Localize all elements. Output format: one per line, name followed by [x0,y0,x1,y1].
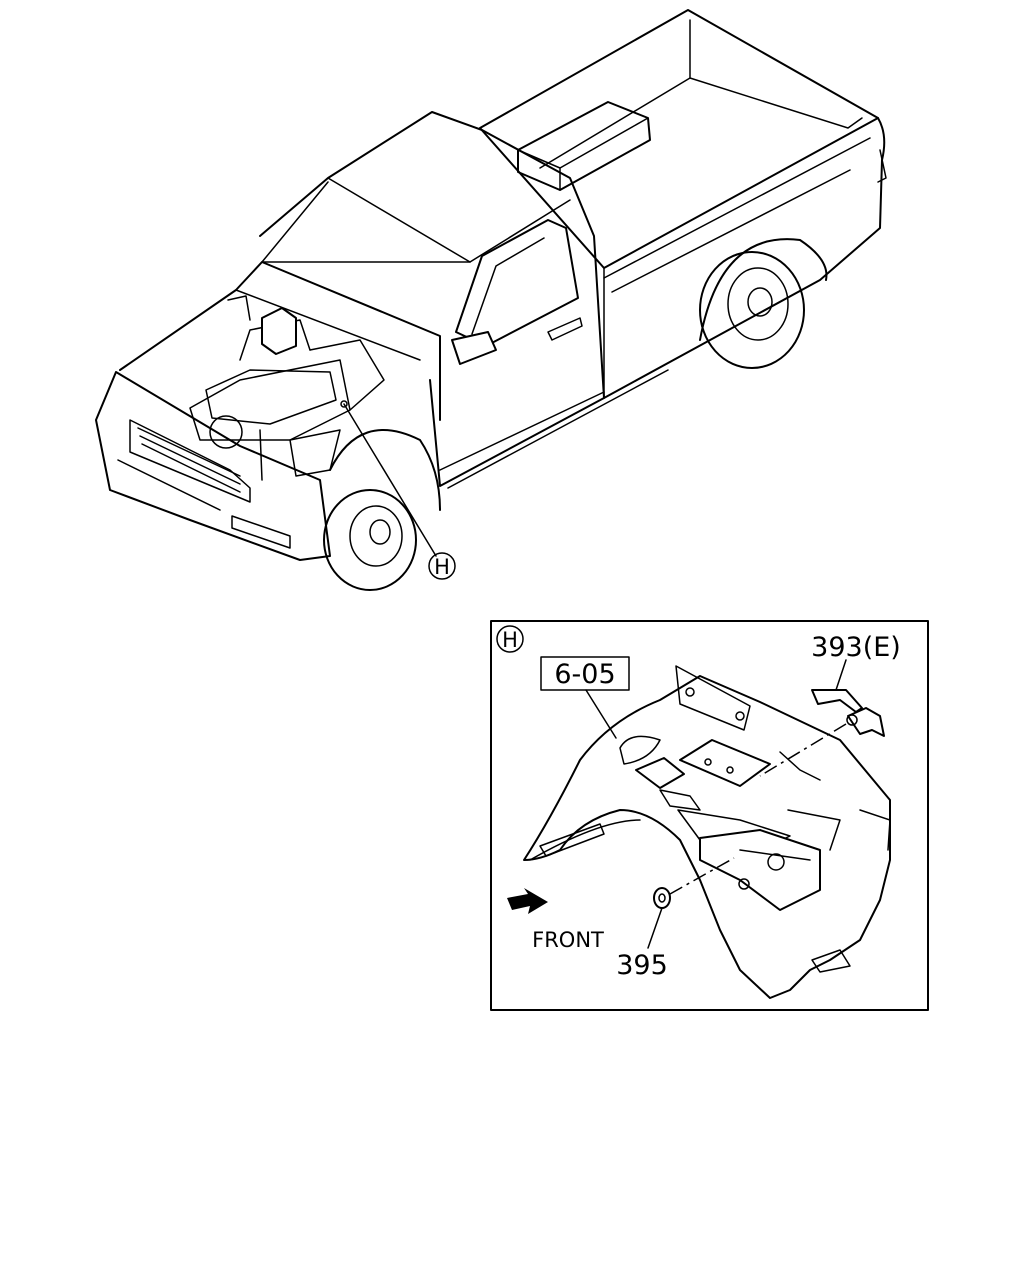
section-ref-box: 6-05 [540,656,630,691]
callout-marker-h: H [428,552,456,580]
detail-h-panel: H 6-05 [490,620,929,1011]
callout-marker-label: H [434,555,450,579]
fender-bracket-drawing [523,665,891,999]
part-395-nut [653,857,735,909]
front-arrow-icon [507,888,548,914]
truck-illustration [95,9,887,591]
front-label: FRONT [532,928,604,952]
part-395-label: 395 [616,950,668,981]
section-ref-label: 6-05 [554,659,615,690]
part-393-label: 393(E) [811,632,901,663]
part-393-clip [759,689,885,777]
detail-marker-label: H [502,628,518,652]
detail-marker: H [496,625,524,653]
